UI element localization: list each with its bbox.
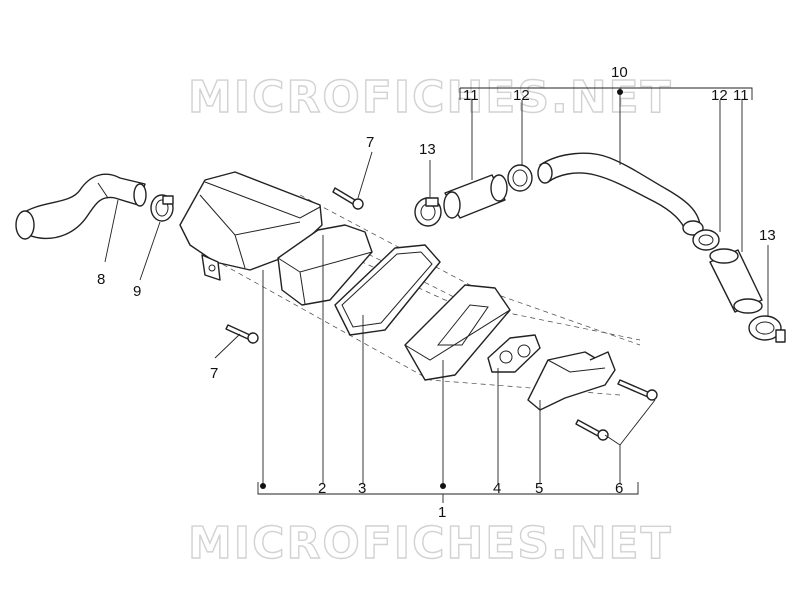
callout-7-lower: 7 — [210, 365, 218, 382]
callout-5: 5 — [535, 480, 543, 497]
callout-11-left: 11 — [463, 87, 479, 104]
part-5-cover — [527, 351, 616, 411]
part-3-gasket — [334, 244, 441, 336]
part-12-clamp-right — [692, 229, 720, 251]
part-4-reed-plate — [487, 334, 541, 373]
callout-6: 6 — [615, 480, 623, 497]
part-13-clamp-right — [748, 315, 786, 343]
callout-9: 9 — [133, 283, 141, 300]
callout-12-left: 12 — [513, 87, 530, 104]
junction-dots — [260, 89, 623, 489]
watermark-top: MICROFICHES.NET — [188, 72, 673, 123]
callout-4: 4 — [493, 480, 501, 497]
part-7-bolt-upper — [332, 187, 364, 210]
part-10-breather-pipe — [537, 152, 704, 236]
callout-10: 10 — [611, 64, 628, 81]
callout-labels: 8 9 7 7 13 11 12 10 12 11 13 2 3 4 5 6 1 — [97, 64, 776, 521]
part-1-valve-housing — [179, 171, 323, 281]
part-13-clamp-left — [414, 197, 442, 227]
callout-1: 1 — [438, 504, 446, 521]
callout-8: 8 — [97, 271, 105, 288]
part-7-bolt-lower — [225, 324, 259, 344]
callout-3: 3 — [358, 480, 366, 497]
callout-12-right: 12 — [711, 87, 728, 104]
part-11-sleeve-left — [443, 174, 508, 219]
callout-2: 2 — [318, 480, 326, 497]
part-1-valve-body — [404, 284, 511, 381]
callout-13-right: 13 — [759, 227, 776, 244]
watermark-bottom: MICROFICHES.NET — [188, 518, 673, 569]
part-6-screws — [575, 379, 658, 441]
part-11-sleeve-right — [709, 248, 763, 314]
leader-lines — [104, 87, 769, 503]
part-8-intake-hose — [15, 173, 147, 240]
callout-11-right: 11 — [733, 87, 749, 104]
part-12-clamp-left — [507, 164, 533, 192]
callout-7-upper: 7 — [366, 134, 374, 151]
part-9-hose-clamp — [150, 194, 174, 222]
callout-13-left: 13 — [419, 141, 436, 158]
part-2-filter-element — [277, 224, 373, 306]
